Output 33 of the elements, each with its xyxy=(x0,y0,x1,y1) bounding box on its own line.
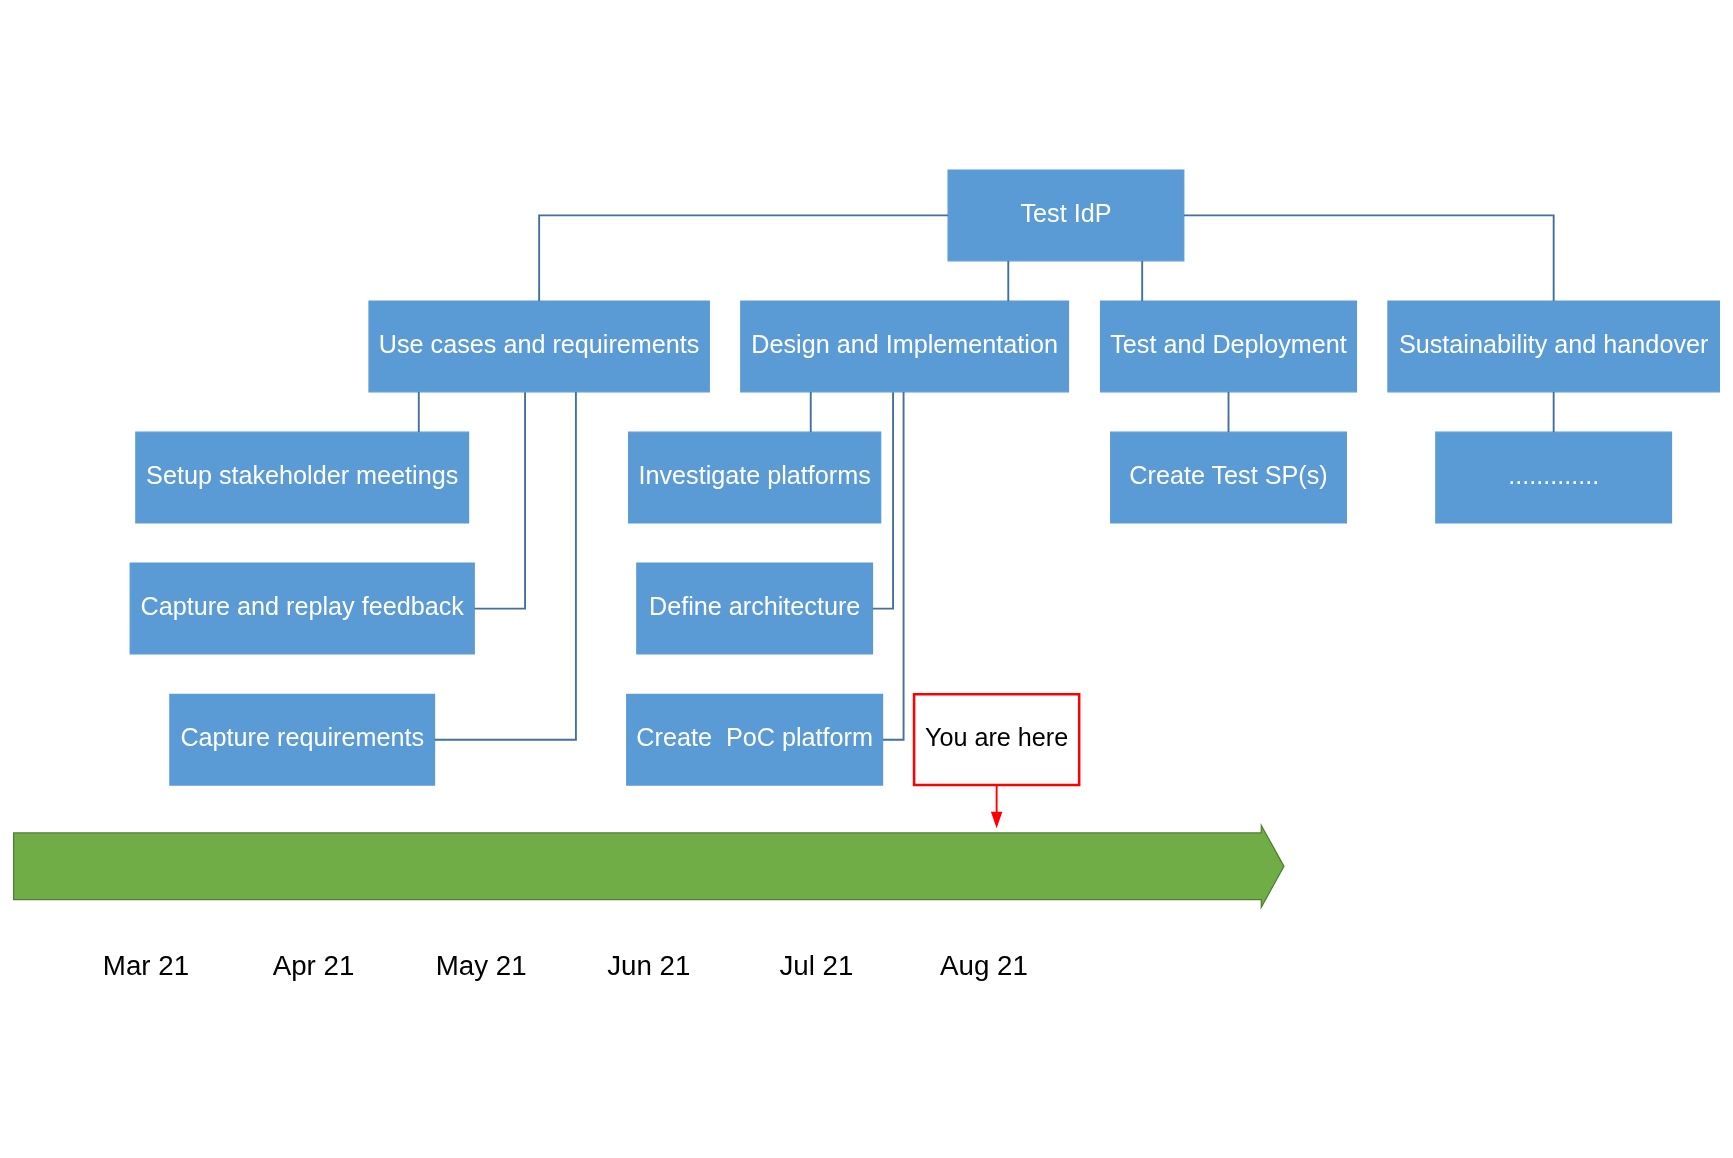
connector xyxy=(433,391,577,741)
node-box: ............. xyxy=(1435,431,1673,524)
node-box: Setup stakeholder meetings xyxy=(135,431,470,524)
arrow xyxy=(990,784,1003,829)
connector xyxy=(1227,391,1230,434)
connector xyxy=(1183,214,1555,302)
node-box: Test and Deployment xyxy=(1099,300,1358,393)
connector xyxy=(871,391,894,610)
node-box: Sustainability and handover xyxy=(1387,300,1721,393)
node-box: Capture and replay feedback xyxy=(129,562,475,655)
label: Mar 21 xyxy=(102,949,190,981)
node-box: Define architecture xyxy=(636,562,874,655)
node-box: You are here xyxy=(912,693,1081,787)
connector xyxy=(1552,391,1555,434)
node-box: Create PoC platform xyxy=(626,693,884,786)
connector xyxy=(1141,259,1144,303)
label: Jun 21 xyxy=(607,949,691,981)
node-box: Investigate platforms xyxy=(628,431,882,524)
label: May 21 xyxy=(435,949,527,981)
node-arrow xyxy=(12,822,1285,910)
node-box: Test IdP xyxy=(947,169,1185,262)
connector xyxy=(809,391,812,434)
connector xyxy=(473,391,526,610)
node-box: Capture requirements xyxy=(169,693,436,786)
label: Apr 21 xyxy=(272,949,355,981)
connector xyxy=(538,214,949,302)
label: Aug 21 xyxy=(940,949,1028,981)
node-box: Design and Implementation xyxy=(740,300,1070,393)
connector xyxy=(1007,259,1010,303)
node-box: Create Test SP(s) xyxy=(1110,431,1347,524)
connector xyxy=(417,391,420,434)
node-box: Use cases and requirements xyxy=(368,300,710,393)
label: Jul 21 xyxy=(779,949,854,981)
